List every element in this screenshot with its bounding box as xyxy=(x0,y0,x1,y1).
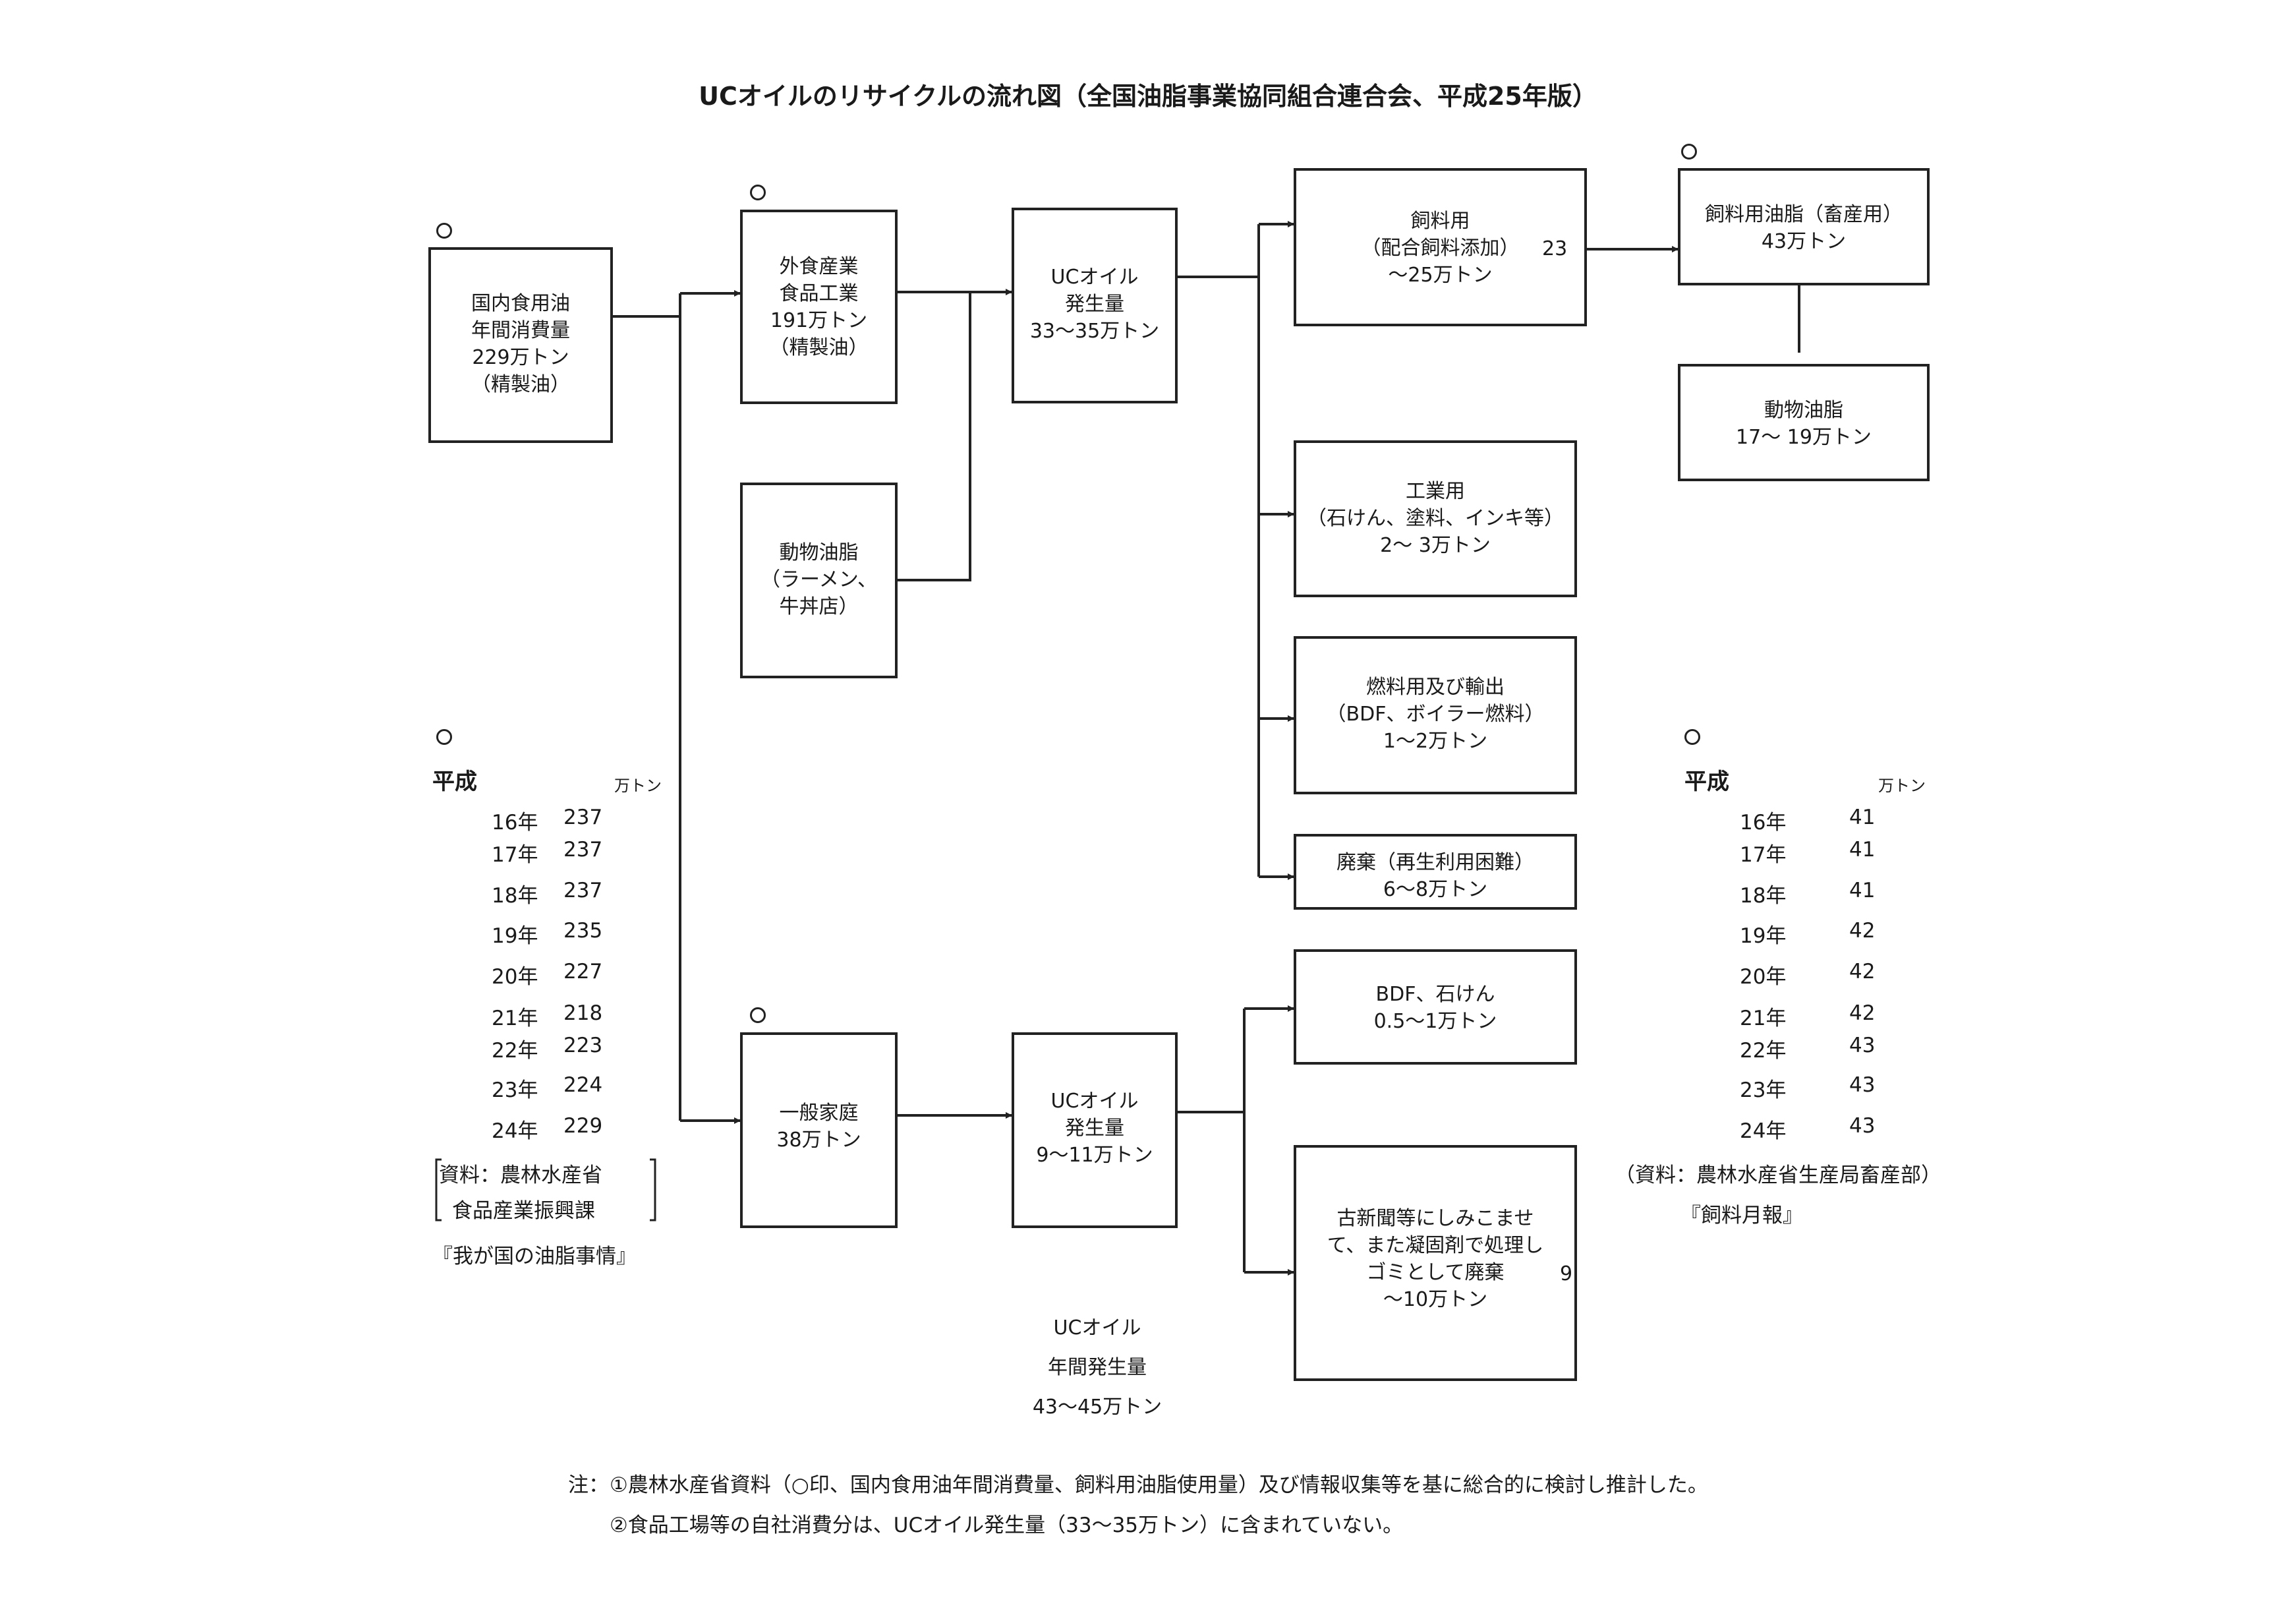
year-value: 43 xyxy=(1849,1034,1876,1057)
line-animalfat-merge xyxy=(898,292,971,581)
animal-fat-text: 動物油脂 17～ 19万トン xyxy=(1736,399,1872,449)
left-source-line1: 資料：農林水産省 xyxy=(439,1163,602,1187)
feed-use-text: 飼料用 （配合飼料添加） ～25万トン xyxy=(1361,210,1520,287)
year-label: 24年 xyxy=(1740,1119,1787,1143)
year-label: 21年 xyxy=(1740,1007,1787,1030)
feed-fat-text: 飼料用油脂（畜産用） 43万トン xyxy=(1705,203,1903,253)
year-label: 18年 xyxy=(492,884,538,908)
box-uc-generation-1 xyxy=(1012,208,1178,403)
year-value: 42 xyxy=(1849,960,1876,984)
year-value: 41 xyxy=(1849,806,1876,829)
year-value: 237 xyxy=(563,806,603,829)
year-label: 21年 xyxy=(492,1007,538,1030)
year-label: 24年 xyxy=(492,1119,538,1143)
year-value: 227 xyxy=(563,960,603,984)
animal-fat-shops-text: 動物油脂 （ラーメン、 牛丼店） xyxy=(761,541,877,618)
note-2: ②食品工場等の自社消費分は、UCオイル発生量（33～35万トン）に含まれていない… xyxy=(610,1514,1404,1537)
circle-marker xyxy=(1681,144,1697,160)
circle-marker xyxy=(436,729,452,745)
right-source-book: 『飼料月報』 xyxy=(1680,1204,1803,1227)
box-feed-use xyxy=(1294,168,1587,326)
note-1: ①農林水産省資料（○印、国内食用油年間消費量、飼料用油脂使用量）及び情報収集等を… xyxy=(610,1473,1708,1497)
year-label: 19年 xyxy=(1740,924,1787,948)
foodservice-text: 外食産業 食品工業 191万トン （精製油） xyxy=(769,255,869,359)
right-table-unit: 万トン xyxy=(1878,777,1926,795)
feed-side-number: 23 xyxy=(1542,237,1568,260)
year-value: 41 xyxy=(1849,879,1876,902)
year-value: 43 xyxy=(1849,1073,1876,1097)
disposal-text: 廃棄（再生利用困難） 6～8万トン xyxy=(1336,851,1534,901)
year-value: 235 xyxy=(563,919,603,943)
circle-marker xyxy=(750,185,766,200)
fuel-export-text: 燃料用及び輸出 （BDF、ボイラー燃料） 1～2万トン xyxy=(1326,676,1545,753)
uc-generation-1-text: UCオイル 発生量 33～35万トン xyxy=(1029,266,1160,343)
left-table-header: 平成 xyxy=(432,769,477,795)
year-value: 43 xyxy=(1849,1114,1876,1138)
year-label: 18年 xyxy=(1740,884,1787,908)
year-label: 22年 xyxy=(1740,1039,1787,1063)
box-domestic-consumption xyxy=(428,247,613,443)
year-value: 42 xyxy=(1849,919,1876,943)
year-label: 20年 xyxy=(1740,965,1787,989)
year-value: 41 xyxy=(1849,838,1876,862)
box-fuel-export xyxy=(1294,636,1577,794)
right-source-line1: （資料：農林水産省生産局畜産部） xyxy=(1615,1163,1941,1187)
year-label: 19年 xyxy=(492,924,538,948)
year-label: 23年 xyxy=(492,1078,538,1102)
year-value: 224 xyxy=(563,1073,603,1097)
year-value: 223 xyxy=(563,1034,603,1057)
box-disposal xyxy=(1294,834,1577,910)
left-source-line2: 食品産業振興課 xyxy=(452,1199,595,1223)
diagram-title: UCオイルのリサイクルの流れ図（全国油脂事業協同組合連合会、平成25年版） xyxy=(699,82,1597,111)
bdf-soap-text: BDF、石けん 0.5～1万トン xyxy=(1373,983,1497,1033)
box-bdf-soap xyxy=(1294,949,1577,1065)
year-label: 17年 xyxy=(1740,843,1787,867)
box-animal-fat xyxy=(1678,364,1930,481)
uc-generation-2-text: UCオイル 発生量 9～11万トン xyxy=(1036,1090,1153,1167)
right-table-header: 平成 xyxy=(1684,769,1729,795)
year-label: 22年 xyxy=(492,1039,538,1063)
annual-generation-text: UCオイル 年間発生量 43～45万トン xyxy=(1032,1316,1162,1419)
box-animal-fat-shops xyxy=(740,483,898,678)
box-feed-fat xyxy=(1678,168,1930,285)
box-newspaper-disposal xyxy=(1294,1145,1577,1381)
year-value: 237 xyxy=(563,838,603,862)
household-text: 一般家庭 38万トン xyxy=(776,1102,861,1152)
industrial-use-text: 工業用 （石けん、塗料、インキ等） 2～ 3万トン xyxy=(1307,480,1564,557)
left-source-book: 『我が国の油脂事情』 xyxy=(432,1245,637,1268)
circle-marker xyxy=(1684,729,1700,745)
circle-marker xyxy=(436,223,452,239)
year-value: 229 xyxy=(563,1114,603,1138)
box-household xyxy=(740,1032,898,1228)
year-label: 16年 xyxy=(492,811,538,835)
box-uc-generation-2 xyxy=(1012,1032,1178,1228)
year-label: 16年 xyxy=(1740,811,1787,835)
year-value: 237 xyxy=(563,879,603,902)
left-source-bracket xyxy=(435,1158,656,1222)
year-label: 23年 xyxy=(1740,1078,1787,1102)
year-value: 218 xyxy=(563,1001,603,1025)
newspaper-disposal-text: 古新聞等にしみこませ て、また凝固剤で処理し ゴミとして廃棄 ～10万トン xyxy=(1327,1207,1544,1311)
circle-marker xyxy=(750,1007,766,1023)
box-industrial-use xyxy=(1294,440,1577,597)
year-value: 42 xyxy=(1849,1001,1876,1025)
box-foodservice xyxy=(740,210,898,404)
domestic-consumption-text: 国内食用油 年間消費量 229万トン （精製油） xyxy=(471,292,570,396)
newspaper-side-number: 9 xyxy=(1560,1262,1573,1285)
year-label: 17年 xyxy=(492,843,538,867)
left-table-unit: 万トン xyxy=(614,777,662,795)
notes-prefix: 注： xyxy=(568,1473,609,1497)
year-label: 20年 xyxy=(492,965,538,989)
